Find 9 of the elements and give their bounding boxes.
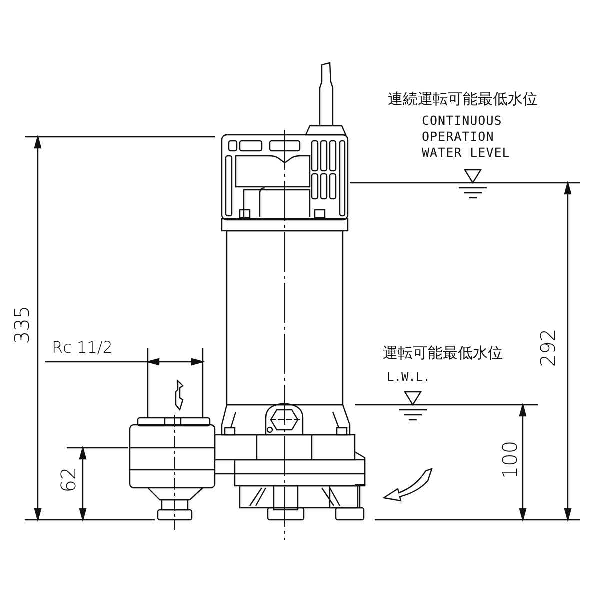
water-level-label: 連続運転可能最低水位 [388, 92, 538, 107]
dimension-value: 62 [58, 467, 78, 493]
water-level-label: CONTINUOUS OPERATION WATER LEVEL [422, 113, 512, 161]
water-level-label: L.W.L. [387, 371, 430, 383]
dimension-value: 335 [12, 306, 32, 344]
pipe-size-label: Rc 11/2 [52, 340, 113, 356]
water-level-label: 運転可能最低水位 [383, 346, 503, 361]
dimension-value: 292 [538, 328, 558, 368]
dimension-value: 100 [500, 440, 520, 480]
